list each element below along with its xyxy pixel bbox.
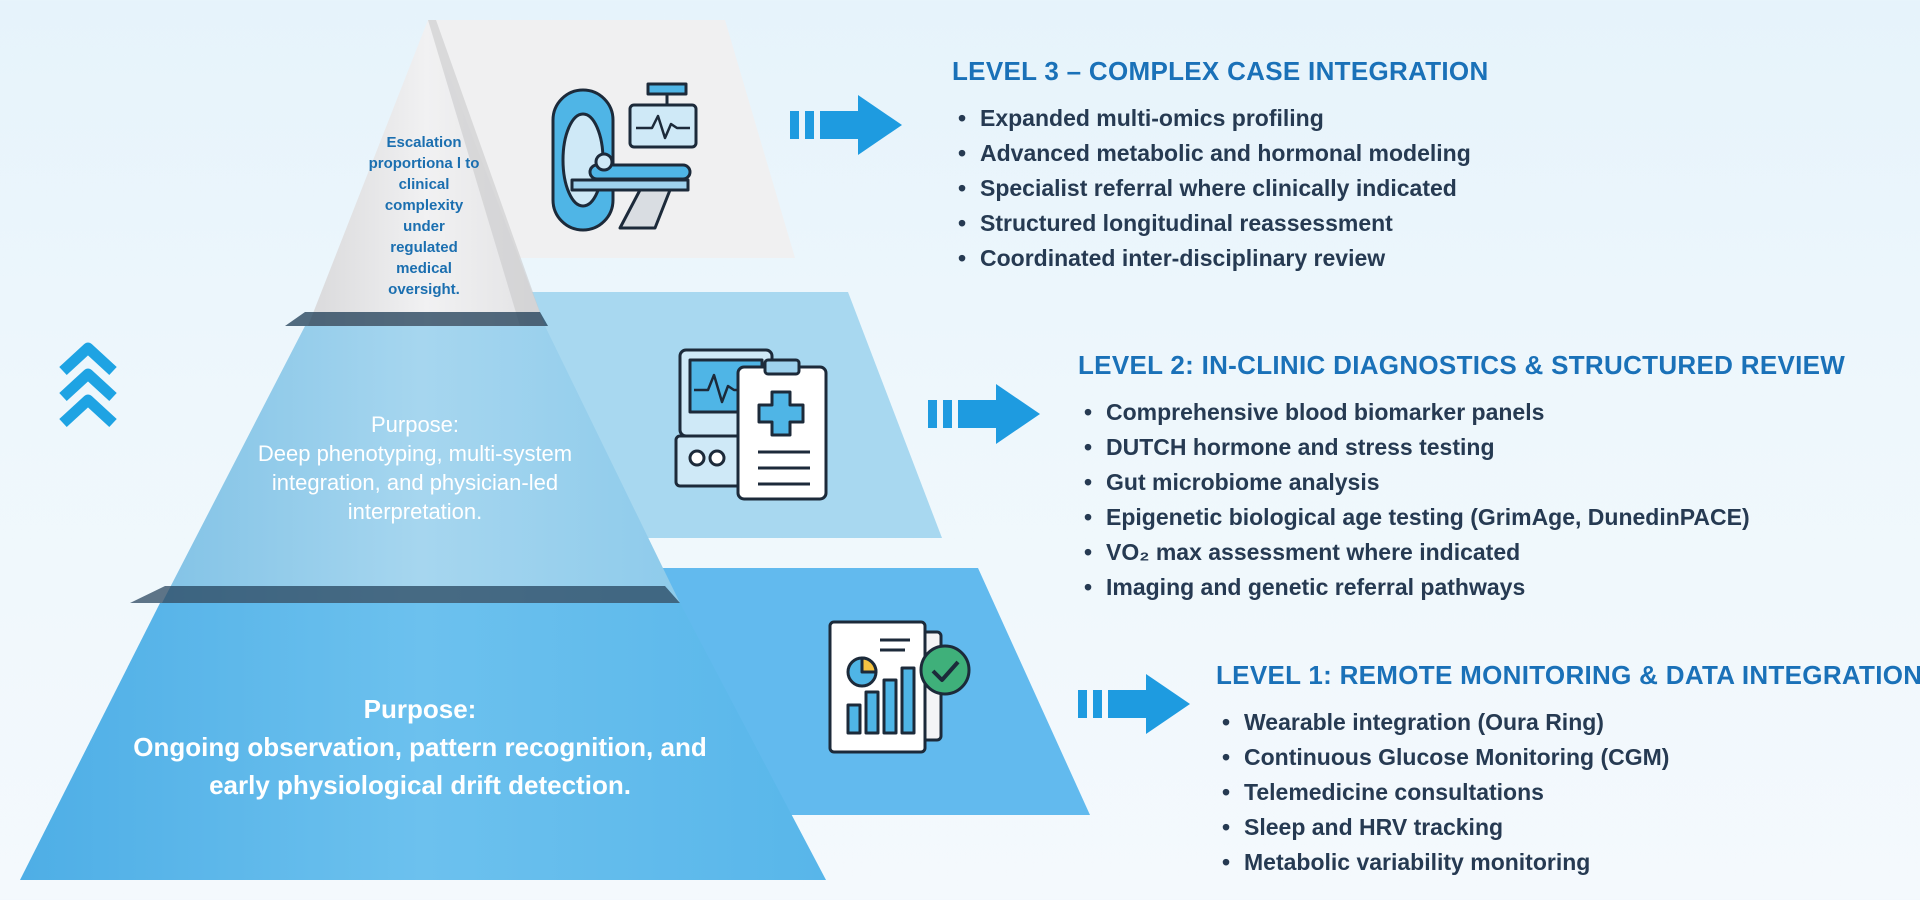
tier-bottom-purpose-label: Purpose:	[363, 694, 477, 724]
tier-middle-purpose-label: Purpose:	[370, 412, 460, 437]
list-item: Specialist referral where clinically ind…	[958, 171, 1489, 206]
tier-bottom-purpose-text: Ongoing observation, pattern recognition…	[133, 732, 707, 800]
report-chart-check-icon	[828, 620, 971, 754]
list-item: Expanded multi-omics profiling	[958, 101, 1489, 136]
list-item: Wearable integration (Oura Ring)	[1222, 705, 1920, 740]
mri-scanner-icon	[551, 82, 698, 232]
level2-title: LEVEL 2: IN-CLINIC DIAGNOSTICS & STRUCTU…	[1078, 350, 1846, 380]
tier-top	[308, 20, 545, 326]
level3-block: LEVEL 3 – COMPLEX CASE INTEGRATION Expan…	[952, 56, 1489, 276]
list-item: Metabolic variability monitoring	[1222, 845, 1920, 880]
list-item: Sleep and HRV tracking	[1222, 810, 1920, 845]
level2-list: Comprehensive blood biomarker panels DUT…	[1084, 395, 1845, 605]
arrow-level3-icon	[790, 95, 902, 155]
list-item: Imaging and genetic referral pathways	[1084, 570, 1845, 605]
level3-list: Expanded multi-omics profiling Advanced …	[958, 101, 1489, 276]
arrow-level2-icon	[928, 384, 1040, 444]
level1-block: LEVEL 1: REMOTE MONITORING & DATA INTEGR…	[1216, 660, 1920, 880]
level3-title: LEVEL 3 – COMPLEX CASE INTEGRATION	[952, 56, 1489, 86]
list-item: Coordinated inter-disciplinary review	[958, 241, 1489, 276]
tier-top-shade	[428, 20, 545, 326]
chevrons-up-icon	[59, 342, 117, 428]
level2-block: LEVEL 2: IN-CLINIC DIAGNOSTICS & STRUCTU…	[1078, 350, 1845, 605]
tier-middle	[162, 326, 680, 603]
list-item: Telemedicine consultations	[1222, 775, 1920, 810]
tier-bottom-text: Purpose: Ongoing observation, pattern re…	[120, 690, 720, 804]
list-item: Advanced metabolic and hormonal modeling	[958, 136, 1489, 171]
list-item: VO₂ max assessment where indicated	[1084, 535, 1845, 570]
tier-middle-text: Purpose: Deep phenotyping, multi-system …	[230, 410, 600, 526]
list-item: Continuous Glucose Monitoring (CGM)	[1222, 740, 1920, 775]
separator-middle	[130, 586, 680, 603]
medical-monitor-clipboard-icon	[674, 348, 828, 501]
arrow-level1-icon	[1078, 674, 1190, 734]
level1-title: LEVEL 1: REMOTE MONITORING & DATA INTEGR…	[1216, 660, 1920, 690]
level1-list: Wearable integration (Oura Ring) Continu…	[1222, 705, 1920, 880]
list-item: DUTCH hormone and stress testing	[1084, 430, 1845, 465]
list-item: Gut microbiome analysis	[1084, 465, 1845, 500]
separator-top	[285, 312, 548, 326]
tier-bottom	[20, 603, 826, 880]
tier-top-text: Escalation proportiona l to clinical com…	[368, 134, 480, 298]
tier-middle-purpose-text: Deep phenotyping, multi-system integrati…	[257, 441, 573, 524]
list-item: Comprehensive blood biomarker panels	[1084, 395, 1845, 430]
list-item: Epigenetic biological age testing (GrimA…	[1084, 500, 1845, 535]
list-item: Structured longitudinal reassessment	[958, 206, 1489, 241]
